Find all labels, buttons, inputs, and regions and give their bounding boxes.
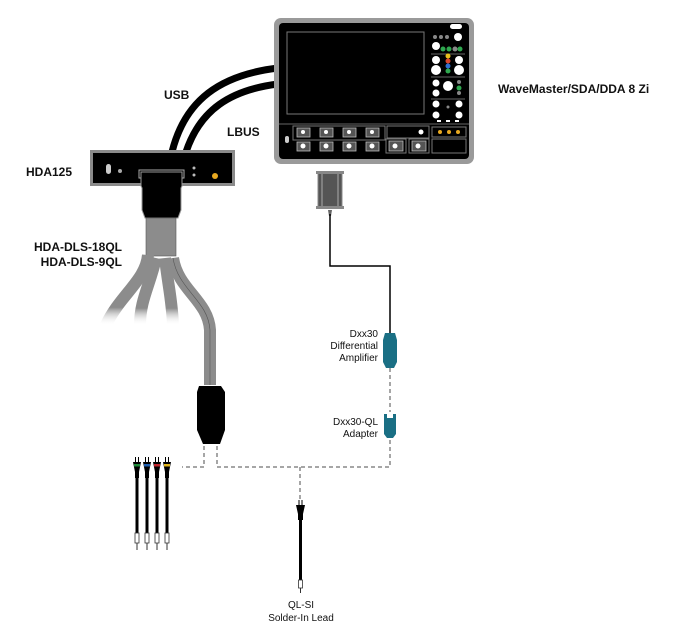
amplifier-label-line3: Amplifier (339, 353, 379, 364)
oscilloscope-screen (286, 31, 425, 115)
solder-lead-label-line2: Solder-In Lead (268, 613, 334, 624)
hda-dls-lead-cable (100, 217, 216, 385)
amplifier-label-line1: Dxx30 (350, 329, 379, 340)
usb-label: USB (164, 88, 190, 102)
hda125-label: HDA125 (26, 165, 72, 179)
lead-head-connector (197, 386, 225, 444)
dls9-label: HDA-DLS-9QL (41, 255, 122, 269)
dls-connector (140, 171, 183, 219)
ql-leads (133, 457, 171, 550)
lead-color-band (144, 464, 150, 467)
ql-lead-red (153, 457, 161, 550)
ql-lead-yellow (163, 457, 171, 550)
dls18-label: HDA-DLS-18QL (34, 240, 122, 254)
adapter-label-line1: Dxx30-QL (333, 417, 378, 428)
dxx30-amplifier (383, 333, 397, 368)
channel-inputs (292, 125, 467, 154)
ql-si-solder-in-lead (296, 500, 305, 593)
amplifier-cable (329, 214, 391, 333)
solder-lead-label-line1: QL-SI (288, 600, 314, 611)
lbus-label: LBUS (227, 125, 260, 139)
dashed-connections (182, 368, 391, 500)
front-panel-controls (431, 24, 465, 122)
lbus-cable (182, 80, 279, 154)
ql-lead-blue (143, 457, 151, 550)
probe-interface-module (316, 171, 344, 216)
adapter-label-line2: Adapter (343, 429, 379, 440)
ql-lead-green (133, 457, 141, 550)
lead-color-band (134, 464, 140, 467)
usb-cable (168, 64, 279, 153)
oscilloscope (274, 18, 474, 164)
amplifier-label-line2: Differential (330, 341, 378, 352)
oscilloscope-label: WaveMaster/SDA/DDA 8 Zi (498, 82, 649, 96)
lead-color-band (154, 464, 160, 467)
dxx30-ql-adapter (384, 414, 396, 438)
lead-color-band (164, 464, 170, 467)
